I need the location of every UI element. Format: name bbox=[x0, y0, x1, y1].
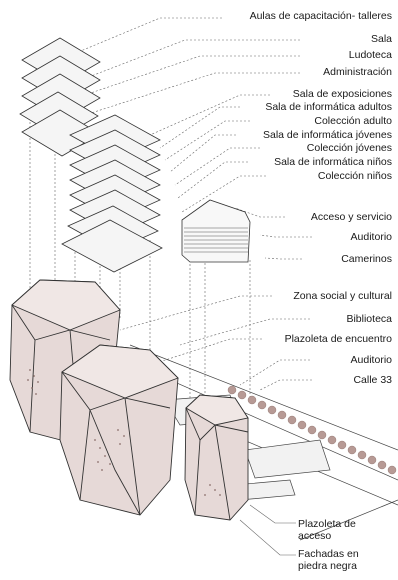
label-coleccion-jovenes: Colección jóvenes bbox=[304, 142, 392, 154]
label-administracion: Administración bbox=[321, 66, 392, 78]
bottom-leaders bbox=[239, 504, 296, 556]
label-camerinos: Camerinos bbox=[339, 253, 392, 265]
label-fachadas: Fachadas en piedra negra bbox=[298, 548, 359, 572]
volume-right bbox=[184, 394, 249, 521]
label-coleccion-adulto: Colección adulto bbox=[312, 115, 392, 127]
middle-slabs bbox=[61, 114, 163, 273]
label-plazoleta-acceso-line2: acceso bbox=[298, 530, 332, 542]
label-aulas: Aulas de capacitación- talleres bbox=[247, 10, 392, 22]
auditorium-block bbox=[181, 199, 251, 263]
volume-center bbox=[59, 344, 179, 516]
label-plazoleta-acceso-line1: Plazoleta de bbox=[298, 518, 356, 530]
label-sala-informatica-adultos: Sala de informática adultos bbox=[263, 101, 392, 113]
upper-slabs bbox=[19, 37, 101, 157]
label-fachadas-line1: Fachadas en bbox=[298, 548, 359, 560]
label-biblioteca: Biblioteca bbox=[344, 313, 392, 325]
label-plazoleta-acceso: Plazoleta de acceso bbox=[298, 518, 356, 542]
label-calle-33: Calle 33 bbox=[351, 374, 392, 386]
label-coleccion-ninos: Colección niños bbox=[315, 170, 392, 182]
label-sala-exposiciones: Sala de exposiciones bbox=[290, 88, 392, 100]
label-sala-informatica-ninos: Sala de informática niños bbox=[272, 156, 392, 168]
label-auditorio-top: Auditorio bbox=[348, 231, 392, 243]
tree-row bbox=[227, 385, 397, 475]
label-zona-social: Zona social y cultural bbox=[291, 290, 392, 302]
label-sala: Sala bbox=[368, 33, 392, 45]
label-fachadas-line2: piedra negra bbox=[298, 560, 357, 572]
label-sala-informatica-jovenes: Sala de informática jóvenes bbox=[261, 129, 392, 141]
label-plazoleta-encuentro: Plazoleta de encuentro bbox=[282, 333, 392, 345]
label-auditorio-bottom: Auditorio bbox=[348, 354, 392, 366]
label-acceso-servicio: Acceso y servicio bbox=[308, 211, 392, 223]
label-ludoteca: Ludoteca bbox=[346, 49, 392, 61]
